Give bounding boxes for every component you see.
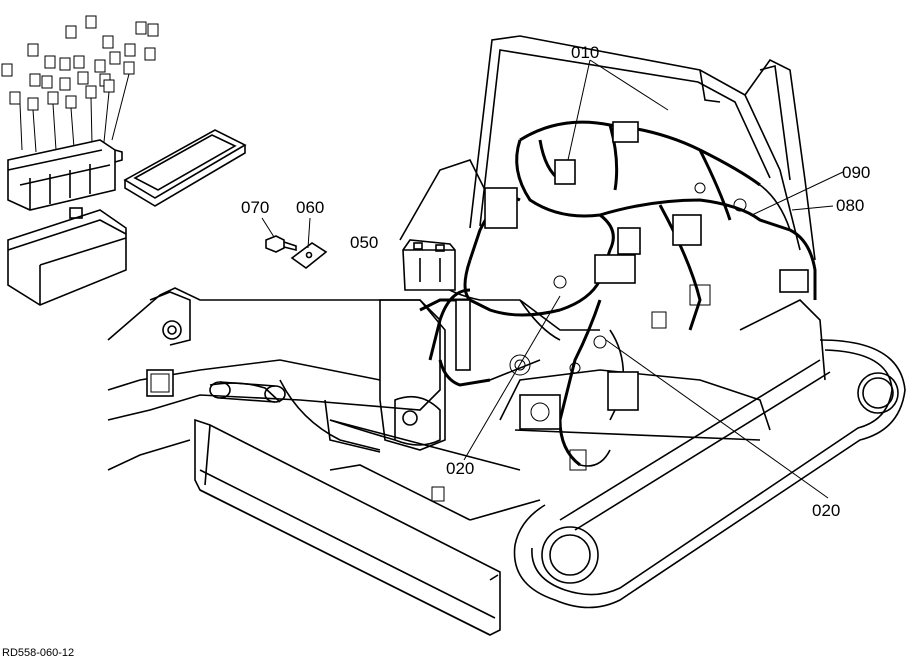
harness-components (146, 121, 809, 502)
callout-050: 050 (350, 233, 378, 252)
relay-group (1, 15, 159, 153)
callout-070: 070 (241, 198, 269, 217)
callout-010: 010 (571, 43, 599, 62)
crawler-track (469, 339, 906, 609)
canopy-frame (469, 35, 816, 261)
plate-part (290, 242, 328, 270)
battery (402, 239, 456, 291)
callout-020-right: 020 (812, 501, 840, 520)
wiring-harness (419, 120, 817, 467)
callout-090: 090 (842, 163, 870, 182)
fuse-box-case (7, 207, 127, 306)
fuse-box (7, 139, 123, 211)
callout-labels: 010 090 080 070 060 050 020 020 (241, 43, 870, 520)
figure-code: RD558-060-12 (2, 647, 74, 659)
dozer-blade (194, 418, 501, 636)
callout-080: 080 (836, 196, 864, 215)
leader-lines (261, 59, 844, 499)
swing-bracket (324, 299, 446, 453)
bolt-part (265, 235, 297, 253)
boom-arm (107, 287, 441, 471)
fuse-box-cover (123, 129, 247, 207)
callout-020-left: 020 (446, 459, 474, 478)
callout-060: 060 (296, 198, 324, 217)
